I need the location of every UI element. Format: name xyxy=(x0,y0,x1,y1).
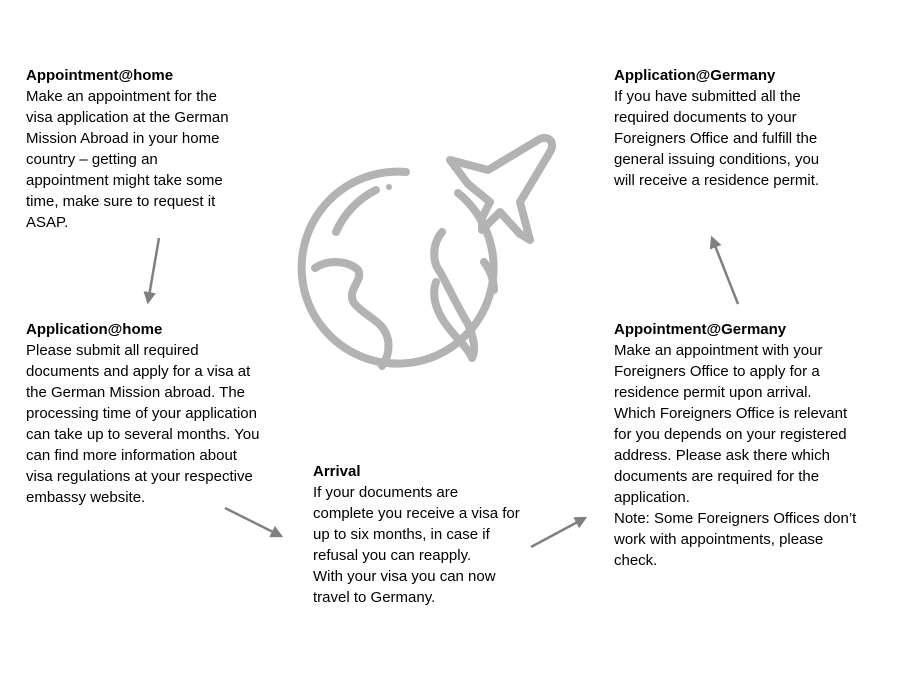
step-text-line: Please submit all required xyxy=(26,342,199,359)
continent-left xyxy=(311,258,393,370)
step-text-line: processing time of your application xyxy=(26,405,257,422)
arrow-icon xyxy=(530,516,588,549)
step-text-line: ASAP. xyxy=(26,214,69,231)
step-text-line: Which Foreigners Office is relevant xyxy=(614,405,848,422)
step-text-line: Make an appointment with your xyxy=(614,342,823,359)
step-text-line: If your documents are xyxy=(313,484,459,501)
step-text-line: up to six months, in case if xyxy=(313,526,490,543)
step-text-line: Foreigners Office to apply for a xyxy=(614,363,820,380)
step-text-line: Mission Abroad in your home xyxy=(26,130,220,147)
step-appointment-home: Appointment@home Make an appointment for… xyxy=(26,65,229,233)
globe-with-airplane-icon xyxy=(297,133,557,370)
step-text-line: If you have submitted all the xyxy=(614,88,801,105)
step-text-line: visa application at the German xyxy=(26,109,229,126)
step-text-line: appointment might take some xyxy=(26,172,223,189)
continent-right xyxy=(430,228,479,362)
step-text-line: complete you receive a visa for xyxy=(313,505,520,522)
step-text-line: required documents to your xyxy=(614,109,797,126)
step-text-line: check. xyxy=(614,552,658,569)
arrow-icon xyxy=(143,237,161,305)
step-application-germany: Application@Germany If you have submitte… xyxy=(614,65,819,191)
step-text-line: documents are required for the xyxy=(614,468,820,485)
step-title: Appointment@Germany xyxy=(614,321,787,338)
step-text-line: work with appointments, please xyxy=(614,531,824,548)
globe-highlight xyxy=(332,186,380,236)
step-text-line: time, make sure to request it xyxy=(26,193,216,210)
step-text-line: Note: Some Foreigners Offices don’t xyxy=(614,510,857,527)
step-text-line: the German Mission abroad. The xyxy=(26,384,246,401)
step-text-line: travel to Germany. xyxy=(313,589,436,606)
step-text-line: general issuing conditions, you xyxy=(614,151,820,168)
step-text-line: Make an appointment for the xyxy=(26,88,217,105)
globe-outline xyxy=(297,167,498,368)
airplane-body xyxy=(446,133,557,244)
step-text-line: visa regulations at your respective xyxy=(26,468,253,485)
arrow-icon xyxy=(709,235,740,305)
step-text-line: application. xyxy=(614,489,690,506)
step-text-line: refusal you can reapply. xyxy=(313,547,472,564)
step-title: Appointment@home xyxy=(26,67,174,84)
step-title: Application@home xyxy=(26,321,163,338)
step-text-line: will receive a residence permit. xyxy=(614,172,820,189)
step-text-line: With your visa you can now xyxy=(313,568,496,585)
step-text-line: residence permit upon arrival. xyxy=(614,384,812,401)
step-text-line: documents and apply for a visa at xyxy=(26,363,251,380)
arrow-icon xyxy=(224,506,284,538)
step-text-line: address. Please ask there which xyxy=(614,447,830,464)
step-application-home: Application@home Please submit all requi… xyxy=(26,319,260,508)
step-text-line: can take up to several months. You xyxy=(26,426,260,443)
continent-right-edge xyxy=(480,258,498,294)
globe-dot xyxy=(386,184,392,190)
step-text-line: embassy website. xyxy=(26,489,146,506)
step-text-line: Foreigners Office and fulfill the xyxy=(614,130,818,147)
step-title: Application@Germany xyxy=(614,67,776,84)
step-text-line: for you depends on your registered xyxy=(614,426,847,443)
step-title: Arrival xyxy=(313,463,361,480)
step-text-line: country – getting an xyxy=(26,151,158,168)
step-appointment-germany: Appointment@Germany Make an appointment … xyxy=(614,319,856,571)
step-text-line: can find more information about xyxy=(26,447,237,464)
step-arrival: Arrival If your documents are complete y… xyxy=(313,461,520,608)
